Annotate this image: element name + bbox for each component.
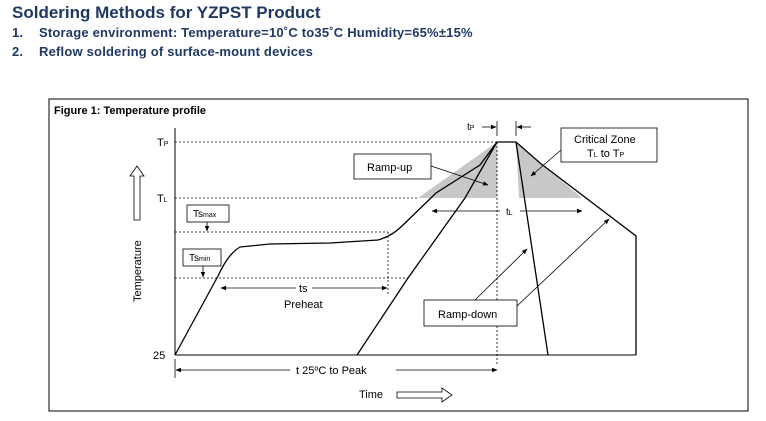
ramp-down-label: Ramp-down [438, 309, 497, 321]
ts-label: ts [299, 283, 308, 295]
profile-curve-max-ramp [356, 141, 498, 356]
profile-curve-min [174, 141, 637, 356]
critical-zone-label: Critical Zone [574, 134, 636, 146]
x-axis-arrow-icon [396, 387, 453, 403]
ramp-up-label: Ramp-up [367, 162, 412, 174]
ramp-down-box [423, 299, 518, 327]
list-number: 1. [12, 25, 24, 40]
t25-label-bg [290, 363, 396, 377]
preheat-label: Preheat [284, 299, 323, 311]
profile-curve-ramp-down [515, 141, 549, 356]
list-item-storage: 1. Storage environment: Temperature=10˚C … [12, 25, 473, 40]
tl-label: tL [506, 207, 513, 218]
tsmin-box [182, 248, 222, 267]
figure-caption: Figure 1: Temperature profile [54, 105, 206, 117]
page-title: Soldering Methods for YZPST Product [12, 3, 321, 22]
list-text: Storage environment: Temperature=10˚C to… [39, 25, 473, 40]
list-number: 2. [12, 44, 24, 59]
tl-label-bg [500, 204, 520, 218]
reference-lines [175, 141, 498, 365]
list-text: Reflow soldering of surface-mount device… [39, 44, 314, 59]
tp-label: tP [467, 122, 475, 133]
y-tick-tp: TP [157, 137, 169, 149]
y-tick-tl: TL [157, 193, 168, 205]
critical-zone-range: TL to TP [587, 148, 624, 160]
critical-zone-left-shade [418, 142, 497, 198]
list-item-reflow: 2. Reflow soldering of surface-mount devi… [12, 44, 313, 59]
tsmax-label: Tsmax [193, 209, 217, 220]
ramp-down-arrow-1 [474, 248, 528, 301]
y-tick-25: 25 [153, 350, 165, 362]
ts-label-bg [296, 281, 312, 295]
x-axis-label: Time [359, 389, 383, 401]
critical-zone-box [560, 127, 658, 163]
critical-zone-arrow [530, 149, 562, 177]
ramp-down-arrow-2 [516, 218, 610, 307]
tsmin-label: Tsmin [189, 253, 210, 264]
tsmax-box [186, 204, 230, 223]
ramp-up-box [353, 153, 432, 180]
ramp-up-arrow [430, 165, 489, 186]
t25-label: t 25ºC to Peak [296, 365, 367, 377]
y-axis-label: Temperature [132, 240, 144, 302]
y-axis-arrow-icon [129, 165, 145, 221]
